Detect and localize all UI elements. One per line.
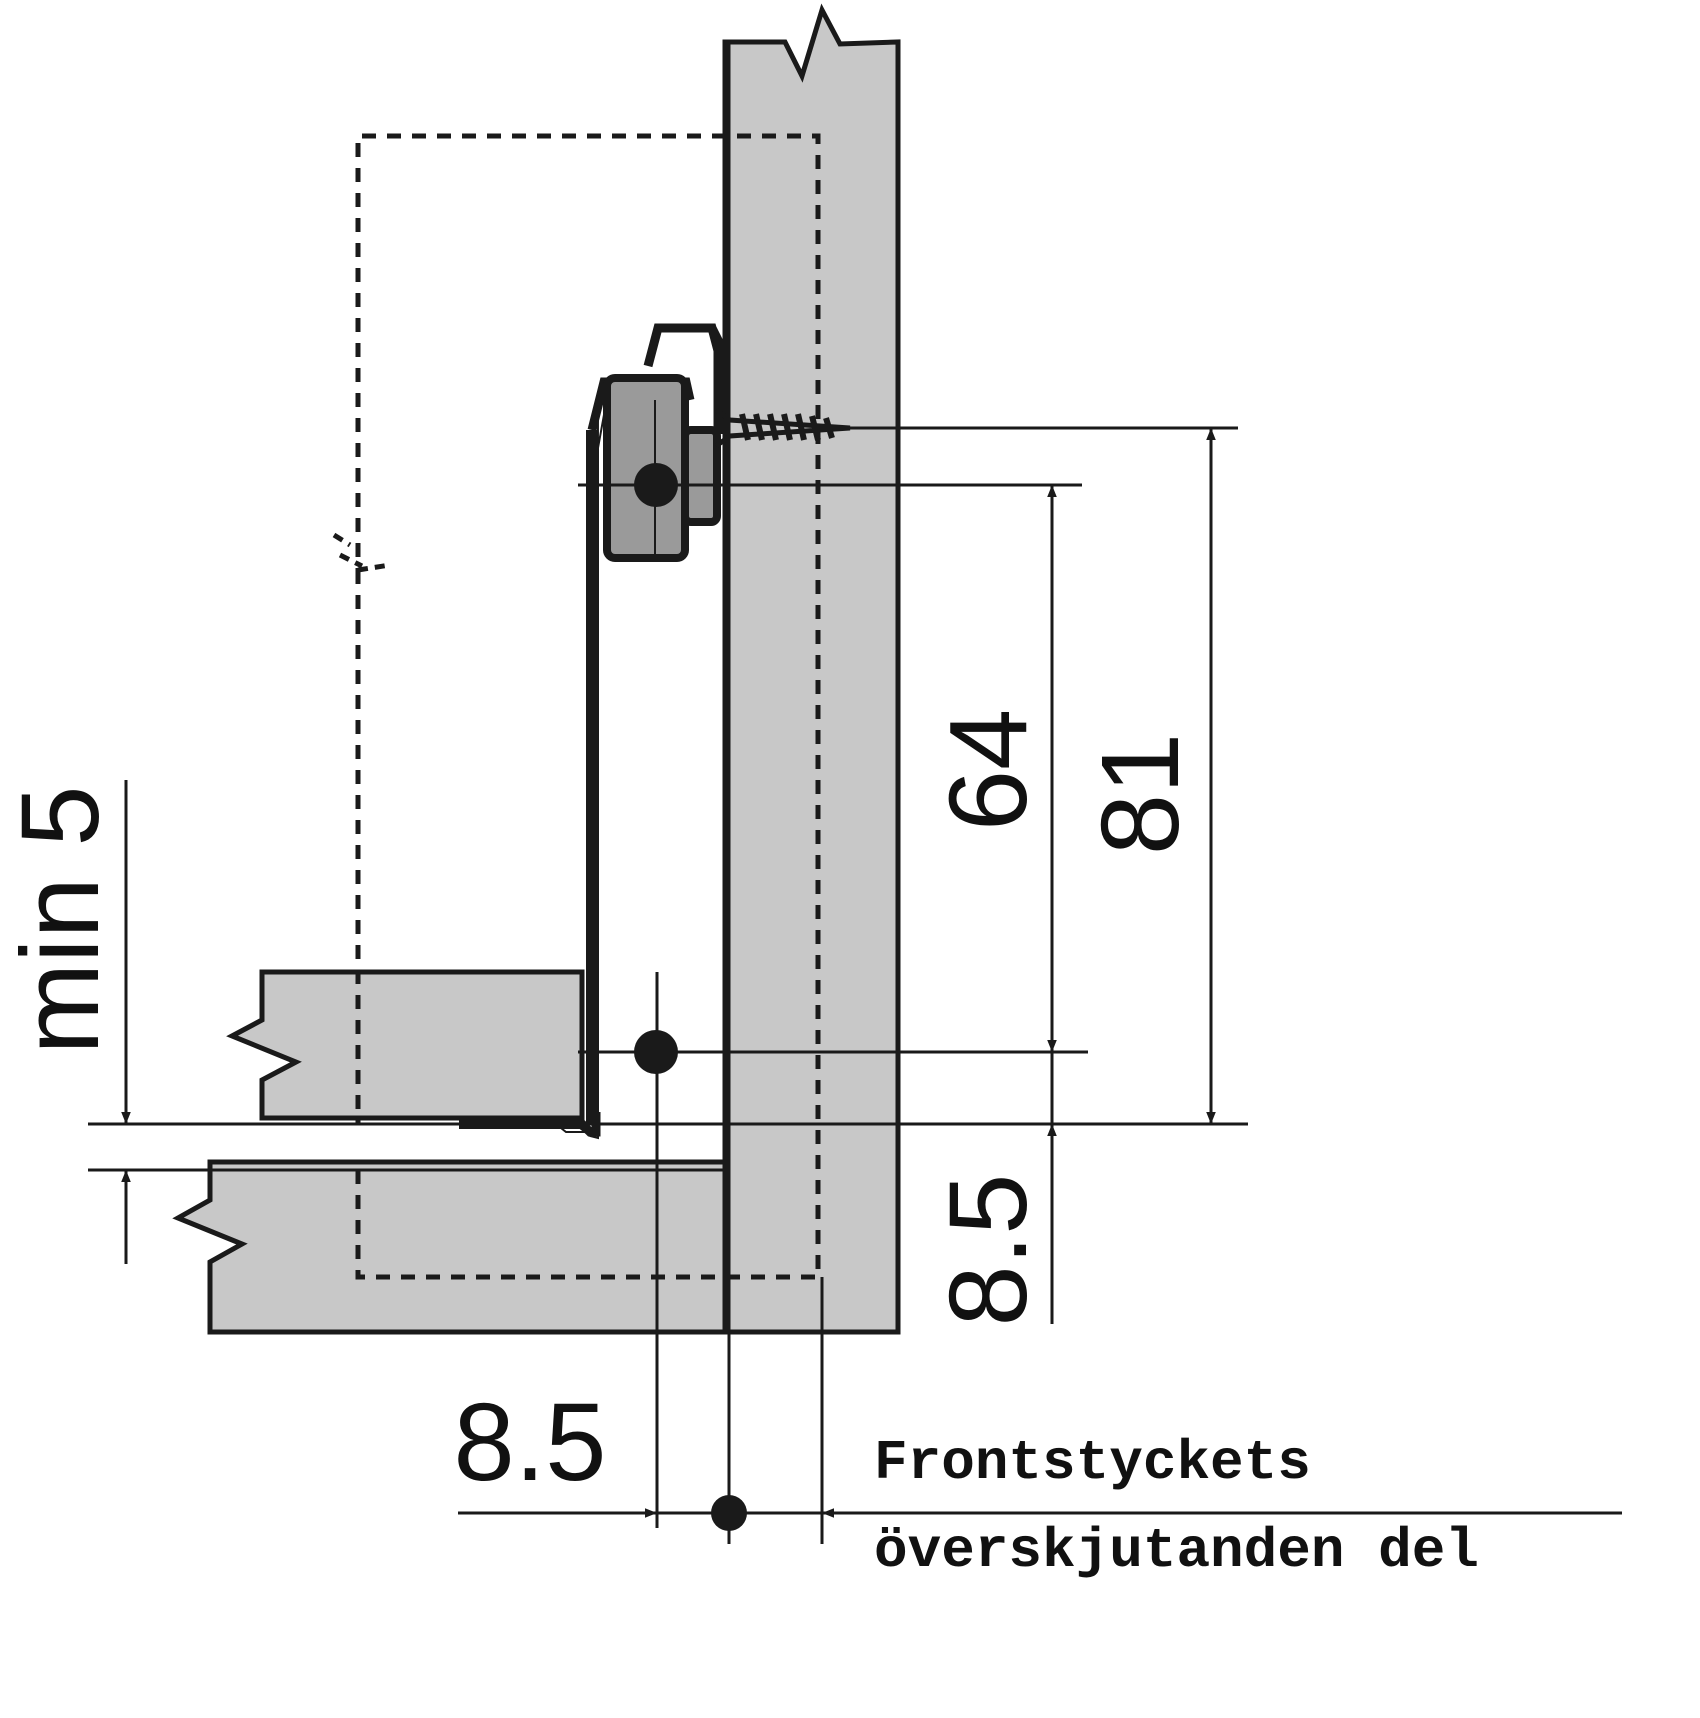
upper-mounting-hole-icon	[634, 463, 678, 507]
runner-upper-hook	[643, 323, 727, 434]
dim-81-label: 81	[1079, 733, 1202, 855]
note-line-2: överskjutanden del	[874, 1519, 1479, 1583]
drawer-bottom-panel	[226, 969, 585, 1121]
break-mark-icon	[332, 532, 391, 573]
dim-64-label: 64	[927, 709, 1050, 831]
note-line-1: Frontstyckets	[874, 1431, 1311, 1495]
front-panel-dashed-outline	[355, 133, 821, 1280]
dim-85-horizontal-label: 8.5	[454, 1381, 607, 1504]
cabinet-side-panel	[722, 3, 901, 1335]
roller-block-side	[681, 426, 721, 526]
dim-min5-label: min 5	[0, 786, 122, 1055]
cabinet-bottom-panel	[172, 1159, 728, 1335]
lower-mounting-hole-icon	[634, 1030, 678, 1074]
dim-85-vertical-label: 8.5	[927, 1174, 1050, 1327]
